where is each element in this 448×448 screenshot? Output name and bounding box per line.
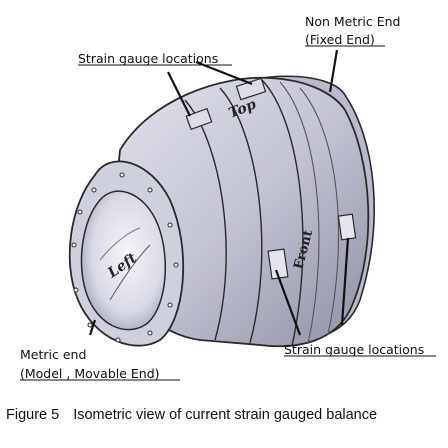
metric-end-bore bbox=[80, 190, 167, 331]
label-non-metric-end-sub: (Fixed End) bbox=[305, 32, 375, 47]
leader-metric-end bbox=[88, 319, 97, 336]
groove-ring-3 bbox=[261, 79, 304, 347]
label-strain-gauge-top: Strain gauge locations bbox=[78, 51, 218, 66]
gauge-pocket-front-2 bbox=[337, 213, 357, 241]
leader-bottom bbox=[274, 269, 302, 336]
leader-lines bbox=[88, 49, 350, 336]
label-metric-end: Metric end bbox=[20, 347, 86, 362]
bore-inner-edge-2 bbox=[99, 227, 141, 261]
leader-bottom-2 bbox=[340, 237, 350, 326]
leader-top-1 bbox=[167, 71, 191, 117]
gauge-pocket-top-1 bbox=[185, 107, 213, 131]
figure-number: Figure 5 bbox=[6, 407, 60, 423]
figure-caption-text: Isometric view of current strain gauged … bbox=[73, 407, 378, 423]
groove-ring-4 bbox=[279, 81, 320, 345]
figure-caption: Figure 5 Isometric view of current strain… bbox=[6, 407, 446, 423]
label-non-metric-end: Non Metric End bbox=[305, 14, 400, 29]
label-strain-gauge-bottom: Strain gauge locations bbox=[284, 342, 424, 357]
label-metric-end-sub: (Model , Movable End) bbox=[20, 366, 160, 381]
leader-top-2 bbox=[195, 60, 253, 86]
leader-fixed-end bbox=[328, 49, 339, 93]
bore-inner-edge bbox=[109, 244, 151, 301]
groove-ring-5 bbox=[299, 87, 340, 336]
groove-ring-2 bbox=[219, 87, 263, 344]
balance-body: Top Front Left bbox=[68, 75, 375, 348]
flange-bolt-holes bbox=[71, 172, 179, 343]
